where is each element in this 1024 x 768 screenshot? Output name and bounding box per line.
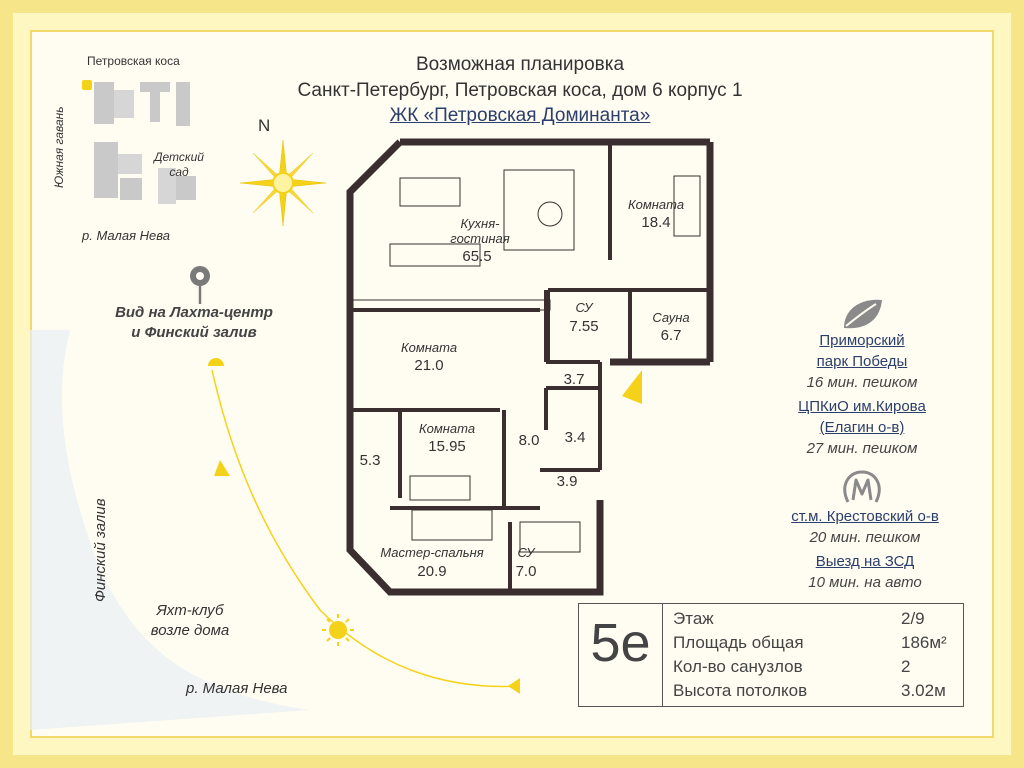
summary-label-ceiling: Высота потолков <box>673 681 808 700</box>
closet-2-area: 3.4 <box>564 429 586 446</box>
bath-1-area: 7.55 <box>569 318 599 335</box>
master-area: 20.9 <box>417 563 447 580</box>
park-walk: 16 мин. пешком <box>806 374 918 391</box>
map-river-bottom: р. Малая Нева <box>186 680 288 697</box>
room-1-name: Комната <box>627 197 685 212</box>
yacht-line2: возле дома <box>150 622 230 639</box>
floor-plan-east <box>546 138 714 366</box>
location-pin-icon <box>190 266 210 304</box>
summary-label-area: Площадь общая <box>673 633 804 652</box>
summary-label-floor: Этаж <box>673 609 714 628</box>
summary-value-ceiling: 3.02м <box>901 681 946 700</box>
park-line2[interactable]: парк Победы <box>816 353 908 370</box>
room-3-area: 15.95 <box>428 438 466 455</box>
metro-walk: 20 мин. пешком <box>809 529 921 546</box>
sauna-area: 6.7 <box>660 327 682 344</box>
summary-label-bathrooms: Кол-во санузлов <box>673 657 803 676</box>
master-name: Мастер-спальня <box>380 545 484 560</box>
room-2-area: 21.0 <box>414 357 444 374</box>
highway-exit[interactable]: Выезд на ЗСД <box>815 553 915 570</box>
hall-1-area: 3.7 <box>563 371 585 388</box>
room-kitchen-name: Кухня- гостиная <box>450 216 510 246</box>
ctpkio-line2[interactable]: (Елагин о-в) <box>819 419 905 436</box>
metro-icon <box>843 470 881 503</box>
leaf-icon <box>844 299 882 329</box>
map-kindergarten: Детский сад <box>154 150 204 179</box>
summary-value-floor: 2/9 <box>901 609 925 628</box>
metro-station[interactable]: ст.м. Крестовский о-в <box>791 508 939 525</box>
sun-path-map <box>30 330 521 730</box>
room-1-area: 18.4 <box>641 214 671 231</box>
summary-value-area: 186м² <box>901 633 947 652</box>
header-address: Санкт-Петербург, Петровская коса, дом 6 … <box>297 80 743 101</box>
site-map <box>84 72 200 218</box>
ctpkio-walk: 27 мин. пешком <box>806 440 918 457</box>
closet-1-area: 5.3 <box>359 452 381 469</box>
corridor-area: 8.0 <box>518 432 540 449</box>
park-line1[interactable]: Приморский <box>819 332 905 349</box>
header-title: Возможная планировка <box>415 54 625 75</box>
compass-north-label: N <box>258 116 271 135</box>
highway-drive: 10 мин. на авто <box>808 574 922 591</box>
summary-divider <box>662 604 663 706</box>
view-line1: Вид на Лахта-центр <box>115 304 273 321</box>
site-marker <box>82 80 92 90</box>
map-river-top: р. Малая Нева <box>82 228 170 243</box>
site-map-buildings <box>94 82 196 204</box>
apartment-type-code: 5е <box>590 613 651 673</box>
map-top-label: Петровская коса <box>87 54 180 68</box>
compass-sun-icon <box>239 139 327 227</box>
bath-2-name: СУ <box>517 545 535 560</box>
ctpkio-line1[interactable]: ЦПКиО им.Кирова <box>798 398 926 415</box>
header-complex-link[interactable]: ЖК «Петровская Доминанта» <box>389 105 651 126</box>
room-3-name: Комната <box>418 421 476 436</box>
entrance-arrow-icon <box>622 370 642 404</box>
floor-plan <box>346 138 620 596</box>
summary-table: 5е Этаж 2/9 Площадь общая 186м² Кол-во с… <box>578 603 964 707</box>
bath-2-area: 7.0 <box>515 563 537 580</box>
room-kitchen-area: 65.5 <box>462 248 492 265</box>
map-gulf: Финский залив <box>92 498 109 602</box>
yacht-line1: Яхт-клуб <box>156 602 224 619</box>
room-2-name: Комната <box>400 340 458 355</box>
sauna-name: Сауна <box>652 310 690 325</box>
summary-value-bathrooms: 2 <box>901 657 911 676</box>
map-south-harbor: Южная гавань <box>52 106 66 188</box>
closet-3-area: 3.9 <box>556 473 578 490</box>
view-line2: и Финский залив <box>131 324 257 341</box>
bath-1-name: СУ <box>575 300 593 315</box>
